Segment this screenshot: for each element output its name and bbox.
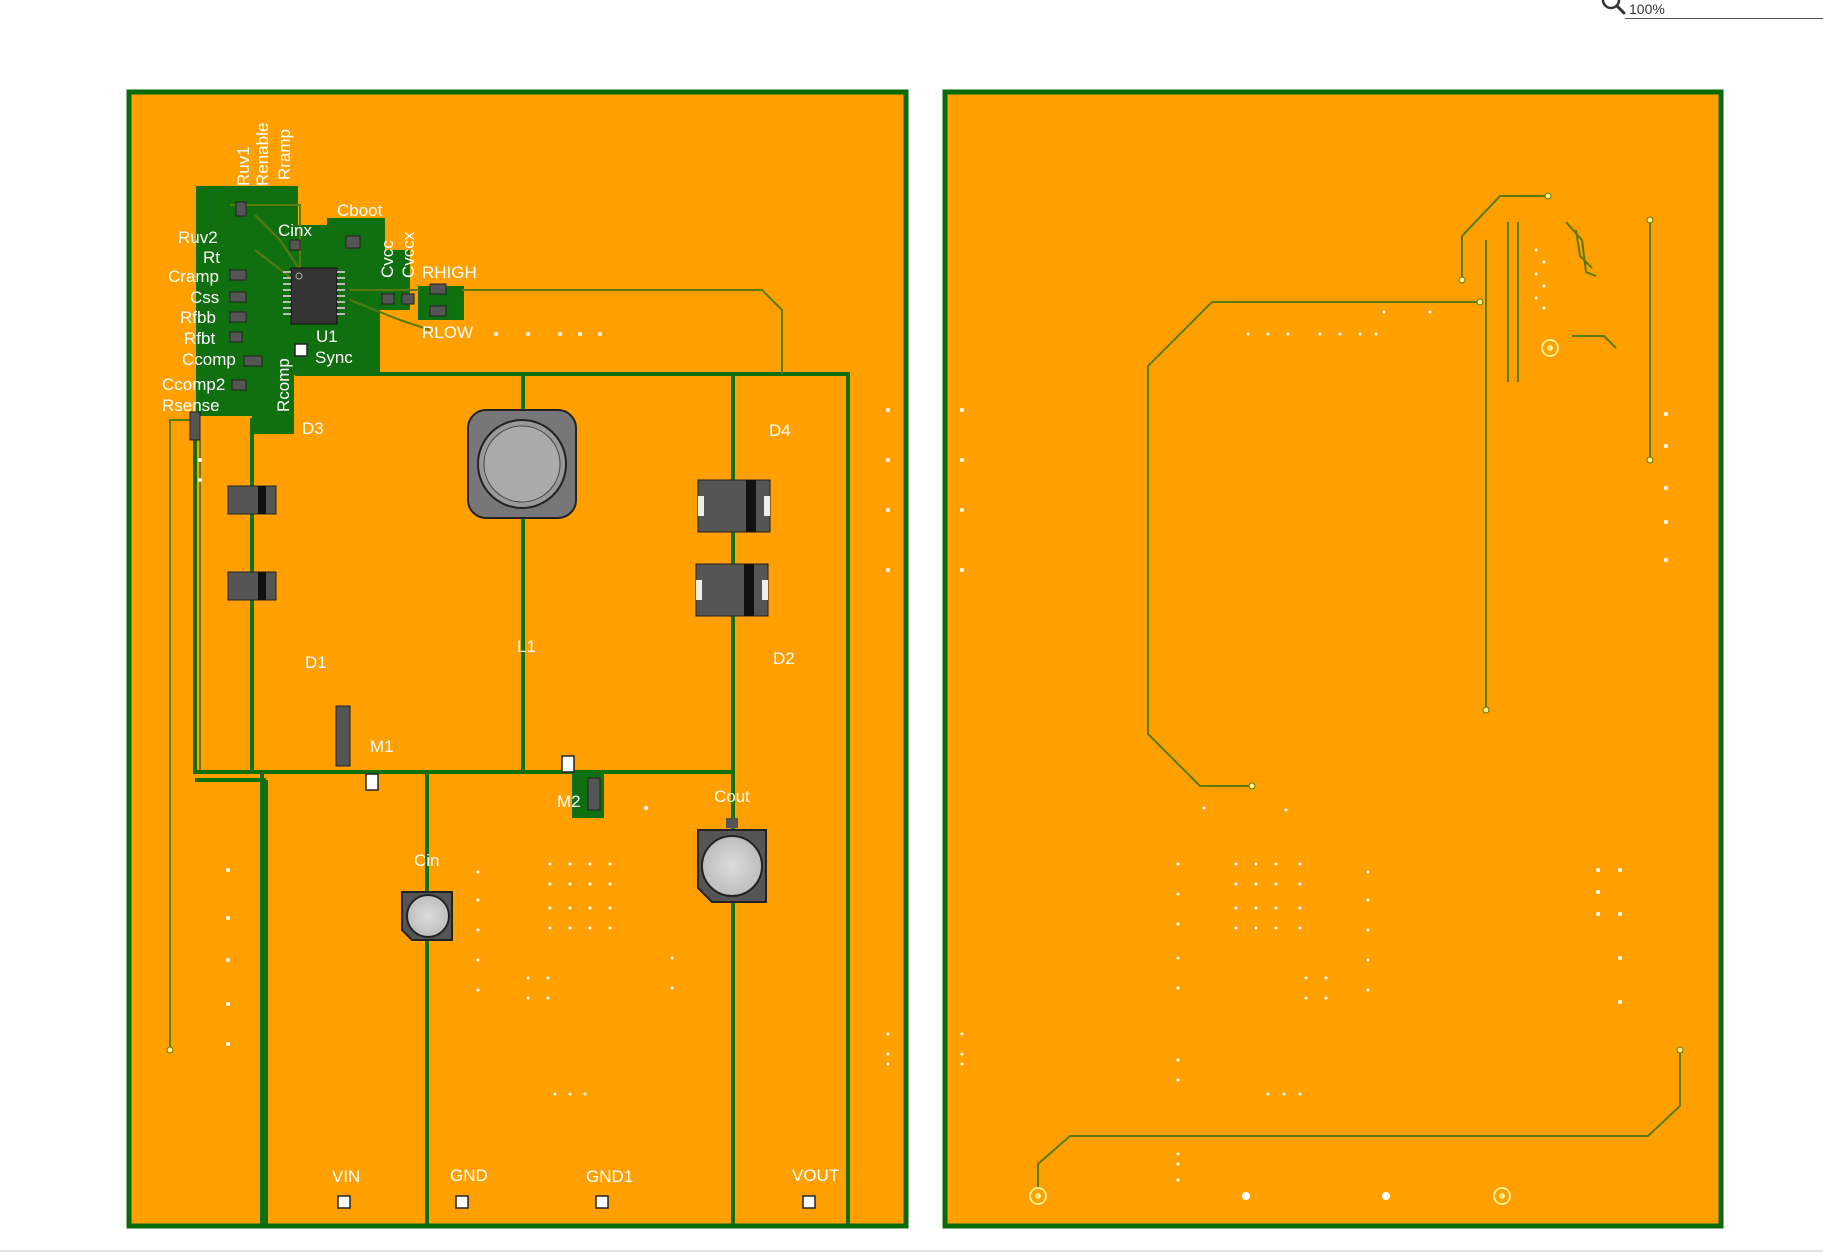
label-rcomp: Rcomp <box>274 358 293 412</box>
capacitor-cout <box>697 818 767 903</box>
thin-traces <box>169 204 783 1050</box>
label-rhigh: RHIGH <box>422 263 477 282</box>
label-rfbt: Rfbt <box>184 329 215 348</box>
front-vias <box>166 332 890 1096</box>
label-ccomp2: Ccomp2 <box>162 375 225 394</box>
front-board: Ruv1 Renable Rramp Ruv2 Rt Cramp Css Rfb… <box>126 89 909 1229</box>
diode-d1 <box>227 571 277 601</box>
label-renable: Renable <box>253 123 272 186</box>
label-d1: D1 <box>305 653 327 672</box>
label-cin: Cin <box>414 851 440 870</box>
capacitor-cin <box>401 891 453 941</box>
label-vout: VOUT <box>792 1166 839 1185</box>
back-traces <box>1037 195 1681 1196</box>
diode-d3 <box>227 485 277 515</box>
label-ruv1: Ruv1 <box>234 146 253 186</box>
label-ruv2: Ruv2 <box>178 228 218 247</box>
front-labels: Ruv1 Renable Rramp Ruv2 Rt Cramp Css Rfb… <box>162 123 839 1186</box>
control-copper-pour <box>196 186 604 818</box>
label-gnd1: GND1 <box>586 1167 633 1186</box>
smd-components <box>189 201 601 811</box>
zoom-toolbar <box>1601 0 1823 28</box>
label-rsense: Rsense <box>162 396 220 415</box>
label-css: Css <box>190 288 219 307</box>
label-rlow: RLOW <box>422 323 473 342</box>
label-ccomp: Ccomp <box>182 350 236 369</box>
label-rfbb: Rfbb <box>180 308 216 327</box>
back-vias <box>1029 192 1684 1205</box>
label-rt: Rt <box>203 248 220 267</box>
label-cout: Cout <box>714 787 750 806</box>
test-points <box>294 343 816 1209</box>
label-cinx: Cinx <box>278 221 313 240</box>
label-vin: VIN <box>332 1167 360 1186</box>
inductor-l1 <box>467 409 577 519</box>
label-d3: D3 <box>302 419 324 438</box>
label-gnd: GND <box>450 1166 488 1185</box>
label-cramp: Cramp <box>168 267 219 286</box>
diode-d4 <box>697 479 771 533</box>
back-board <box>942 89 1724 1229</box>
label-l1: L1 <box>517 637 536 656</box>
back-via-dots <box>960 248 1668 1182</box>
label-cvccx: Cvccx <box>399 231 418 278</box>
label-m2: M2 <box>557 792 581 811</box>
label-sync: Sync <box>315 348 353 367</box>
diode-d2 <box>695 563 769 617</box>
label-m1: M1 <box>370 737 394 756</box>
bottom-border <box>0 1250 1823 1252</box>
label-u1: U1 <box>316 327 338 346</box>
search-icon[interactable] <box>1601 0 1627 20</box>
label-rramp: Rramp <box>275 129 294 180</box>
u1-ic <box>283 267 345 325</box>
label-cboot: Cboot <box>337 201 383 220</box>
label-cvcc: Cvcc <box>378 240 397 278</box>
zoom-input[interactable] <box>1625 0 1823 19</box>
label-d2: D2 <box>773 649 795 668</box>
label-d4: D4 <box>769 421 791 440</box>
